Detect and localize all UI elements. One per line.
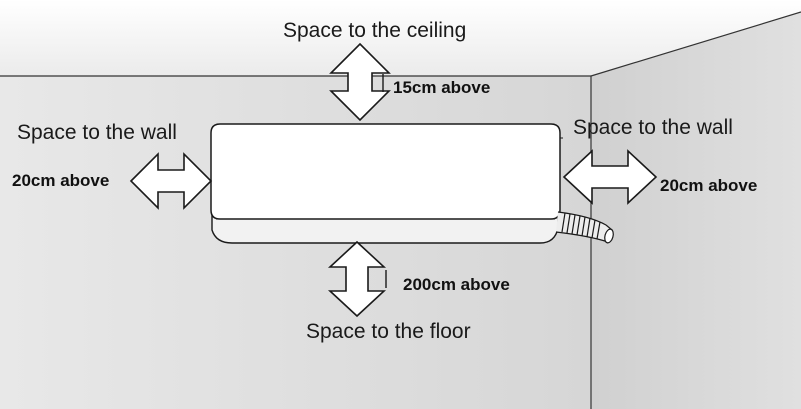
- floor-value: 200cm above: [403, 275, 510, 294]
- left-wall-clearance-arrow: [129, 152, 213, 210]
- ceiling-clearance-arrow: [329, 42, 391, 122]
- ceiling-title: Space to the ceiling: [283, 19, 467, 42]
- refrigerant-pipe: [555, 211, 614, 244]
- ceiling-surface: [0, 0, 801, 76]
- right-wall-title: Space to the wall: [573, 116, 733, 139]
- air-conditioner-unit: [210, 123, 614, 244]
- right-wall-clearance-arrow: [562, 149, 658, 205]
- ceiling-value: 15cm above: [393, 78, 491, 97]
- right-wall-value: 20cm above: [660, 176, 758, 195]
- side-wall: [591, 12, 801, 409]
- floor-clearance-arrow: [327, 240, 387, 318]
- ceiling-edge-right: [590, 11, 801, 77]
- left-wall-title: Space to the wall: [17, 121, 177, 144]
- floor-title: Space to the floor: [306, 320, 471, 343]
- left-wall-value: 20cm above: [12, 171, 110, 190]
